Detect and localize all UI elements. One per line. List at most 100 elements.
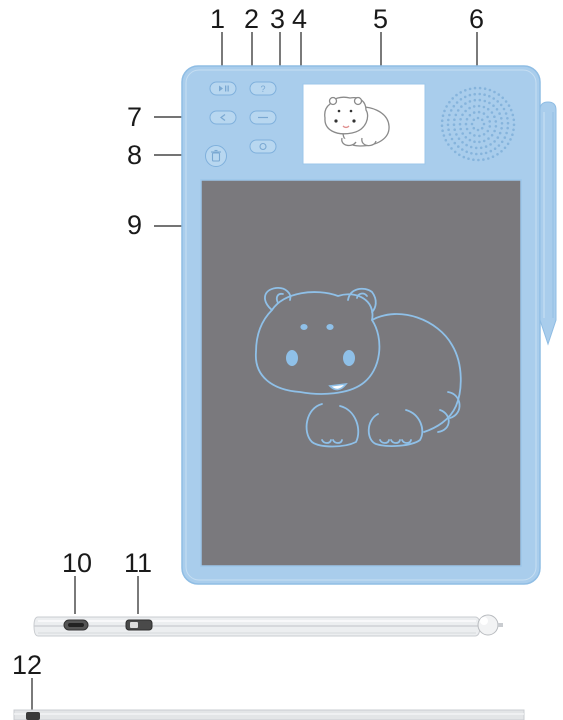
speaker-hole — [440, 119, 444, 122]
speaker-hole — [450, 147, 453, 150]
speaker-hole — [489, 143, 492, 146]
button-8-delete[interactable] — [205, 145, 227, 167]
speaker-hole — [491, 155, 495, 158]
speaker-hole — [482, 122, 486, 126]
speaker-hole — [492, 104, 495, 107]
speaker-hole — [496, 100, 500, 103]
speaker-hole — [479, 146, 483, 150]
button-4-loop[interactable] — [249, 139, 277, 154]
usb-c-charging-port[interactable] — [63, 619, 89, 631]
button-3-dash[interactable] — [249, 110, 277, 125]
speaker-hole — [472, 105, 476, 108]
speaker-hole — [468, 93, 472, 97]
speaker-hole — [492, 97, 496, 100]
speaker-hole — [473, 98, 477, 102]
speaker-hole — [489, 149, 493, 153]
speaker-hole — [468, 113, 472, 117]
speaker-hole — [488, 101, 491, 105]
callout-12: 12 — [12, 650, 43, 680]
display-hippo-details — [334, 109, 356, 123]
speaker-hole — [463, 95, 467, 99]
speaker-hole — [452, 104, 456, 108]
speaker-hole — [444, 138, 448, 142]
speaker-hole — [487, 137, 490, 140]
speaker-hole — [455, 133, 458, 136]
button-1-play-pause[interactable] — [209, 81, 237, 96]
speaker-hole — [484, 145, 488, 148]
speaker-hole — [447, 143, 450, 146]
speaker-hole — [443, 109, 446, 113]
speaker-hole — [486, 115, 489, 119]
speaker-hole — [448, 133, 452, 136]
speaker-hole — [452, 123, 456, 126]
speaker-hole — [447, 118, 450, 122]
lock-switch[interactable] — [125, 619, 153, 631]
speaker-hole — [490, 133, 494, 137]
callout-7: 7 — [127, 102, 143, 132]
callout-6: 6 — [469, 4, 485, 34]
speaker-hole — [478, 98, 482, 102]
callout-8: 8 — [127, 140, 143, 170]
speaker-hole — [484, 151, 488, 155]
speaker-hole — [455, 93, 458, 97]
speaker-hole — [483, 93, 486, 96]
speaker-hole — [512, 128, 515, 132]
power-button[interactable] — [26, 712, 40, 720]
speaker-hole — [456, 109, 460, 112]
speaker-hole — [476, 116, 480, 120]
button-7-back[interactable] — [209, 110, 237, 125]
lcd-writing-screen[interactable] — [200, 179, 522, 567]
speaker-hole — [478, 134, 481, 138]
speaker-hole — [488, 125, 492, 128]
speaker-hole — [506, 121, 510, 125]
speaker-hole — [493, 147, 497, 150]
button-2-question[interactable]: ? — [249, 81, 277, 96]
speaker-hole — [473, 92, 477, 96]
speaker-hole — [493, 90, 496, 94]
speaker-hole — [478, 140, 481, 144]
speaker-hole — [448, 113, 451, 117]
speaker-hole — [459, 91, 463, 94]
speaker-hole — [503, 136, 507, 139]
speaker-hole — [453, 150, 457, 154]
speaker-hole — [477, 104, 481, 108]
back-icon — [220, 114, 226, 121]
speaker-hole — [461, 141, 464, 144]
callout-5: 5 — [373, 4, 389, 34]
speaker-hole — [473, 86, 477, 90]
callout-11: 11 — [124, 548, 153, 578]
speaker-hole — [459, 118, 462, 121]
speaker-hole — [506, 117, 509, 120]
speaker-hole — [460, 105, 463, 108]
speaker-hole — [464, 102, 467, 105]
speaker-hole — [500, 117, 503, 120]
speaker-hole — [500, 127, 503, 130]
speaker-hole — [468, 138, 472, 142]
speaker-hole — [496, 153, 499, 156]
loop-icon — [259, 142, 267, 151]
speaker-hole — [449, 109, 453, 112]
speaker-hole — [472, 111, 476, 114]
screen-hippo-features — [286, 324, 355, 391]
speaker-hole — [496, 136, 500, 139]
speaker-hole — [502, 107, 506, 111]
speaker-hole — [495, 108, 499, 111]
stylus-pen — [539, 101, 557, 346]
speaker-hole — [465, 150, 469, 154]
speaker-hole — [505, 131, 508, 135]
speaker-hole — [494, 120, 498, 123]
speaker-hole — [500, 122, 504, 125]
speaker-hole — [482, 133, 486, 136]
speaker-hole — [467, 157, 470, 160]
speaker-hole — [446, 123, 450, 127]
speaker-hole — [462, 155, 466, 159]
display-hippo-smile — [342, 125, 350, 129]
speaker-hole — [458, 153, 461, 157]
speaker-hole — [493, 115, 496, 118]
speaker-grille — [440, 86, 516, 162]
speaker-hole — [472, 158, 475, 161]
speaker-hole — [498, 112, 501, 115]
speaker-hole — [506, 126, 510, 130]
speaker-hole — [509, 138, 512, 141]
speaker-hole — [457, 145, 460, 148]
